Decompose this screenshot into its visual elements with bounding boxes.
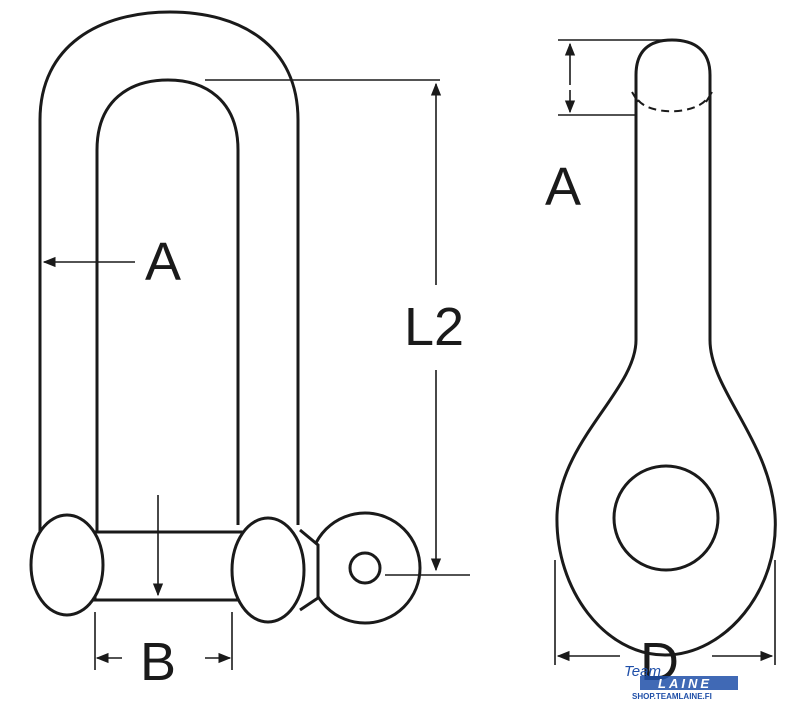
watermark-line1: Team: [624, 663, 661, 680]
pin-knob-right: [230, 516, 320, 624]
watermark-line2: LAINE: [658, 676, 712, 691]
label-l2: L2: [404, 297, 464, 357]
dimension-lines-side: [554, 39, 776, 665]
label-a-front: A: [145, 232, 181, 292]
shackle-bow-outer: [38, 10, 300, 535]
shackle-side-view: [555, 38, 777, 657]
shackle-front-view: [38, 10, 300, 535]
label-b: B: [140, 632, 176, 692]
label-a-side: A: [545, 157, 581, 217]
watermark-logo: Team LAINE SHOP.TEAMLAINE.FI: [624, 663, 738, 701]
pin-bar: [93, 530, 245, 602]
pin-knob-left: [29, 513, 105, 617]
watermark-url: SHOP.TEAMLAINE.FI: [632, 692, 712, 701]
dimension-lines-front: [42, 79, 470, 670]
shackle-bow-inner: [95, 78, 240, 532]
shackle-eye-boss: [308, 511, 422, 625]
side-eye-hole: [612, 464, 720, 572]
side-view-detail: [631, 91, 713, 113]
side-profile: [555, 38, 777, 657]
